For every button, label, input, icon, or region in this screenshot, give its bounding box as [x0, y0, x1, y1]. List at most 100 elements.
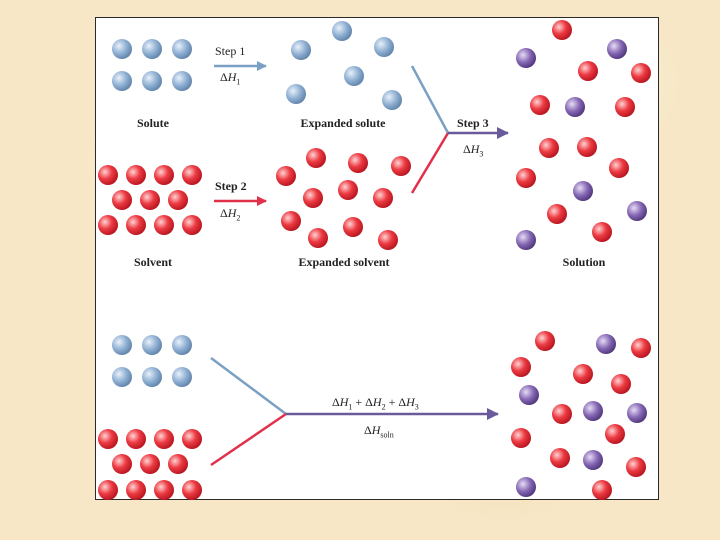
- overall-solute-line: [210, 356, 287, 416]
- solute-sphere: [142, 39, 162, 59]
- solvent-sphere: [535, 331, 555, 351]
- solute-ion-sphere: [516, 48, 536, 68]
- diagram-frame: Solute Expanded solute Solvent Expanded …: [95, 17, 659, 500]
- solvent-sphere: [530, 95, 550, 115]
- solute-ion-sphere: [627, 403, 647, 423]
- solute-sphere: [382, 90, 402, 110]
- overall-solvent-line: [210, 412, 287, 467]
- solute-sphere: [142, 367, 162, 387]
- solute-sphere: [112, 71, 132, 91]
- solvent-sphere: [182, 429, 202, 449]
- solvent-sphere: [609, 158, 629, 178]
- solute-sphere: [286, 84, 306, 104]
- step1-delta-h: ΔH1: [220, 70, 241, 87]
- solvent-sphere: [338, 180, 358, 200]
- solvent-sphere: [511, 428, 531, 448]
- solute-sphere: [344, 66, 364, 86]
- step2-delta-h: ΔH2: [220, 206, 241, 223]
- solute-sphere: [172, 335, 192, 355]
- solvent-sphere: [552, 20, 572, 40]
- solvent-sphere: [615, 97, 635, 117]
- solvent-sphere: [126, 480, 146, 500]
- solvent-sphere: [378, 230, 398, 250]
- solute-ion-sphere: [516, 230, 536, 250]
- solvent-sphere: [281, 211, 301, 231]
- solute-sphere: [142, 335, 162, 355]
- solute-sphere: [374, 37, 394, 57]
- molecule-spheres: [98, 20, 651, 500]
- solvent-sphere: [168, 190, 188, 210]
- solvent-sphere: [182, 165, 202, 185]
- solvent-sphere: [154, 215, 174, 235]
- solute-ion-sphere: [565, 97, 585, 117]
- solvent-sphere: [516, 168, 536, 188]
- solvent-sphere: [98, 480, 118, 500]
- solvent-sphere: [343, 217, 363, 237]
- solvent-sphere: [140, 190, 160, 210]
- diagram-canvas: [98, 20, 651, 500]
- solvent-sphere: [154, 429, 174, 449]
- overall-delta-h-soln: ΔHsoln: [364, 423, 394, 440]
- solute-sphere: [142, 71, 162, 91]
- step3-solute-line: [410, 65, 450, 134]
- solvent-sphere: [547, 204, 567, 224]
- solvent-sphere: [98, 165, 118, 185]
- solvent-sphere: [182, 215, 202, 235]
- solvent-sphere: [98, 215, 118, 235]
- solute-ion-sphere: [583, 450, 603, 470]
- solvent-sphere: [126, 429, 146, 449]
- solvent-sphere: [552, 404, 572, 424]
- step3-solvent-line: [410, 132, 450, 194]
- solvent-sphere: [578, 61, 598, 81]
- solvent-sphere: [626, 457, 646, 477]
- solvent-sphere: [550, 448, 570, 468]
- expanded-solute-label: Expanded solute: [300, 116, 386, 130]
- solution-label: Solution: [562, 255, 606, 269]
- solute-ion-sphere: [519, 385, 539, 405]
- solvent-sphere: [182, 480, 202, 500]
- solvent-sphere: [98, 429, 118, 449]
- solvent-sphere: [126, 165, 146, 185]
- solute-sphere: [172, 367, 192, 387]
- step3-label: Step 3: [457, 116, 489, 130]
- solvent-sphere: [303, 188, 323, 208]
- solvent-sphere: [112, 454, 132, 474]
- solvent-sphere: [573, 364, 593, 384]
- solvent-sphere: [577, 137, 597, 157]
- solvent-label: Solvent: [133, 255, 173, 269]
- solvent-sphere: [631, 338, 651, 358]
- solvent-sphere: [539, 138, 559, 158]
- solvent-sphere: [126, 215, 146, 235]
- solute-sphere: [112, 367, 132, 387]
- solvent-sphere: [373, 188, 393, 208]
- solute-ion-sphere: [607, 39, 627, 59]
- solvent-sphere: [348, 153, 368, 173]
- solvent-sphere: [140, 454, 160, 474]
- solute-sphere: [332, 21, 352, 41]
- expanded-solvent-label: Expanded solvent: [298, 255, 390, 269]
- step2-label: Step 2: [215, 179, 247, 193]
- solute-sphere: [172, 71, 192, 91]
- solute-label: Solute: [136, 116, 170, 130]
- solvent-sphere: [511, 357, 531, 377]
- solvent-sphere: [112, 190, 132, 210]
- solute-ion-sphere: [596, 334, 616, 354]
- solvent-sphere: [306, 148, 326, 168]
- overall-sum-equation: ΔH1 + ΔH2 + ΔH3: [332, 395, 419, 412]
- solvent-sphere: [611, 374, 631, 394]
- solvent-sphere: [592, 480, 612, 500]
- solvent-sphere: [168, 454, 188, 474]
- solvent-sphere: [592, 222, 612, 242]
- step3-delta-h: ΔH3: [463, 142, 484, 159]
- solute-ion-sphere: [627, 201, 647, 221]
- solute-sphere: [291, 40, 311, 60]
- solute-sphere: [172, 39, 192, 59]
- solute-sphere: [112, 335, 132, 355]
- solvent-sphere: [391, 156, 411, 176]
- solvent-sphere: [154, 165, 174, 185]
- solute-ion-sphere: [516, 477, 536, 497]
- solute-sphere: [112, 39, 132, 59]
- step1-label: Step 1: [215, 44, 246, 58]
- solvent-sphere: [308, 228, 328, 248]
- solute-ion-sphere: [573, 181, 593, 201]
